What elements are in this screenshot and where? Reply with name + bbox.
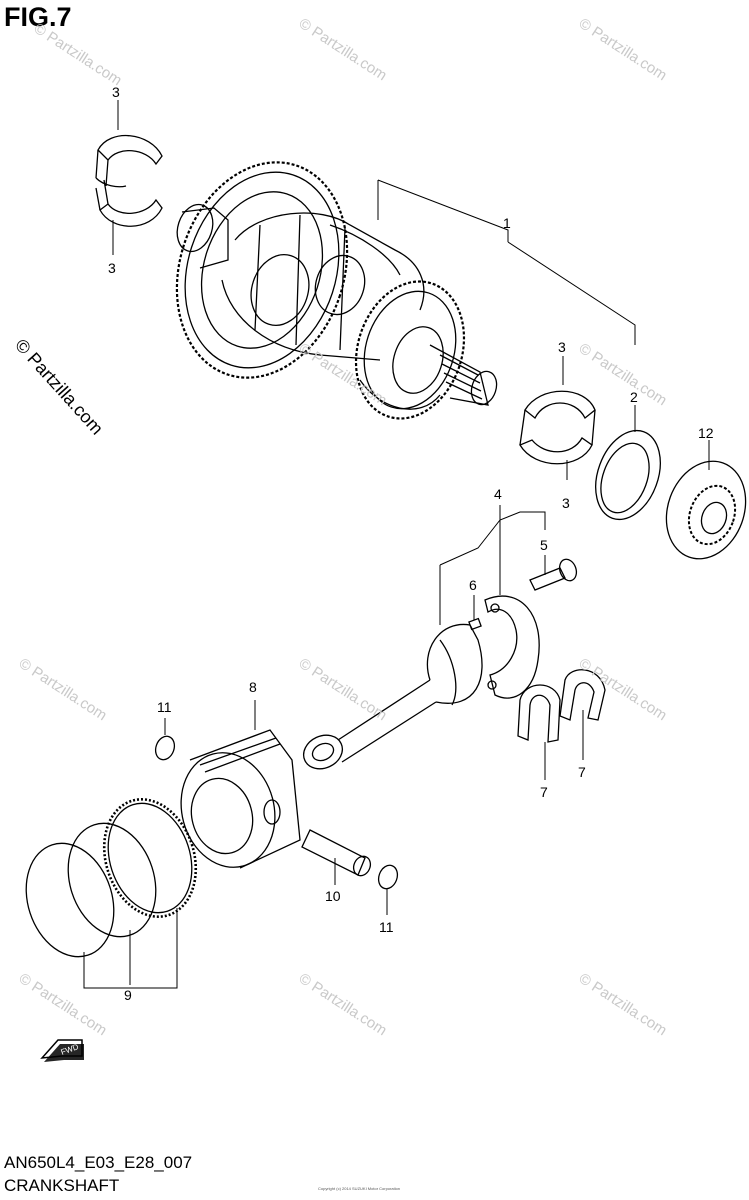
piston[interactable] [169, 729, 301, 878]
bolt[interactable] [529, 557, 579, 591]
callout-label: 4 [494, 486, 502, 502]
thrust-washer[interactable] [584, 422, 672, 529]
callout-label: 5 [540, 537, 548, 553]
callout-label: 7 [540, 784, 548, 800]
callout-label: 12 [698, 425, 714, 441]
pin[interactable] [468, 617, 482, 631]
rod-cap[interactable] [484, 595, 540, 699]
figure-title: FIG.7 [4, 2, 72, 32]
callout-label: 9 [124, 987, 132, 1003]
callout-label: 10 [325, 888, 341, 904]
leader-lines [83, 100, 710, 989]
callout-label: 11 [157, 699, 172, 715]
callout-label: 3 [558, 339, 566, 355]
crankshaft-assembly[interactable] [150, 140, 501, 433]
callout-label: 6 [469, 577, 477, 593]
part-labels: 1 2 3 3 3 3 4 5 6 7 7 8 9 10 11 11 12 [108, 84, 714, 1003]
callout-label: 3 [108, 260, 116, 276]
callout-label: 11 [379, 919, 394, 935]
callout-label: 2 [630, 389, 638, 405]
callout-label: 8 [249, 679, 257, 695]
gear[interactable] [653, 450, 749, 570]
section-name: CRANKSHAFT [4, 1176, 120, 1195]
callout-label: 1 [503, 215, 511, 231]
model-code: AN650L4_E03_E28_007 [4, 1153, 193, 1172]
fwd-arrow-icon: FWD [40, 1039, 84, 1062]
piston-pin[interactable] [301, 829, 373, 878]
circlip[interactable] [152, 734, 400, 892]
bearing-shell-top-left[interactable] [95, 135, 163, 227]
callout-label: 3 [562, 495, 570, 511]
callout-label: 3 [112, 84, 120, 100]
copyright-note: Copyright (c) 2014 SUZUKI Motor Corporat… [318, 1186, 401, 1191]
connecting-rod[interactable] [298, 623, 483, 775]
piston-ring-set[interactable] [12, 787, 210, 968]
crankpin-bearing[interactable] [517, 669, 606, 743]
bearing-shell-right[interactable] [519, 390, 596, 465]
callout-label: 7 [578, 764, 586, 780]
